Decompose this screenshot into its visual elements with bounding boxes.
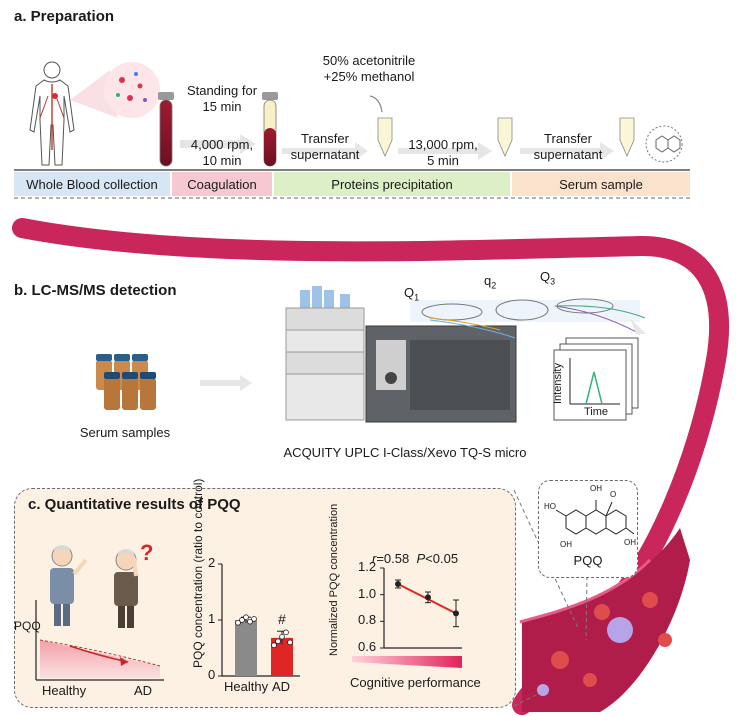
standing-label-2: 15 min <box>202 99 242 114</box>
transfer2-label-2: supernatant <box>533 147 603 162</box>
bar-y-tick-label: 2 <box>208 555 216 570</box>
panel-a-title: a. Preparation <box>14 8 115 25</box>
stage-protein-precipitation: Proteins precipitation <box>274 172 510 196</box>
q3-label: Q3 <box>540 269 556 287</box>
line-x-axis-label: Cognitive performance <box>350 675 481 690</box>
molecule-zoom-icon <box>645 125 683 163</box>
eppendorf-tube-2-icon <box>497 117 513 157</box>
pqq-oh-3: OH <box>624 538 636 547</box>
bar-y-tick-label: 1 <box>208 611 216 626</box>
line-y-tick-label: 1.2 <box>358 559 377 574</box>
stage-serum-sample: Serum sample <box>512 172 690 196</box>
question-mark-icon: ? <box>140 540 154 565</box>
solvent-label-1: 50% acetonitrile <box>322 53 416 68</box>
pqq-o: O <box>610 490 617 499</box>
human-figure-icon <box>29 61 75 166</box>
serum-samples-label: Serum samples <box>79 425 171 440</box>
stage-coagulation: Coagulation <box>172 172 272 196</box>
significance-mark: # <box>278 611 286 628</box>
q1-label: Q1 <box>404 285 420 303</box>
line-y-tick-label: 0.6 <box>358 639 377 654</box>
spin1-label-2: 10 min <box>202 153 242 168</box>
coagulated-tube-icon <box>262 92 278 167</box>
q2-label: q2 <box>484 273 497 291</box>
bar-category-label: AD <box>272 679 291 694</box>
instrument-label: ACQUITY UPLC I-Class/Xevo TQ-S micro <box>283 445 527 460</box>
spin1-label-1: 4,000 rpm, <box>190 137 254 152</box>
stage-whole-blood: Whole Blood collection <box>14 172 170 196</box>
pqq-ho: HO <box>544 502 556 511</box>
chromatogram-icon <box>553 337 639 421</box>
vessel-cells <box>537 592 672 696</box>
eppendorf-tube-3-icon <box>619 117 635 157</box>
spin2-label-2: 5 min <box>427 153 459 168</box>
correlation-stats: r=0.58 P<0.05 <box>372 551 459 566</box>
pqq-oh-1: OH <box>590 484 602 493</box>
pqq-name-label: PQQ <box>573 553 603 568</box>
intensity-label: Intensity <box>552 363 564 404</box>
bar-y-tick-label: 0 <box>208 667 216 682</box>
line-y-axis-label: Normalized PQQ concentration <box>328 503 340 656</box>
line-y-tick-label: 0.8 <box>358 612 377 628</box>
transfer1-label-1: Transfer <box>301 131 349 146</box>
serum-vials-icon <box>96 354 156 410</box>
bar-y-axis-label: PQQ concentration (ratio to control) <box>191 478 205 668</box>
standing-label-1: Standing for <box>186 83 258 98</box>
process-arrows <box>180 134 614 160</box>
healthy-label: Healthy <box>42 683 87 698</box>
lcms-instrument-icon <box>285 286 517 423</box>
pqq-axis-label: PQQ <box>14 619 41 633</box>
bar-category-label: Healthy <box>224 679 269 694</box>
panel-b-title: b. LC-MS/MS detection <box>14 282 177 299</box>
quadrupole-diagram <box>410 298 646 339</box>
arrow-to-instrument <box>200 375 252 391</box>
eppendorf-tube-1-icon <box>369 95 393 157</box>
transfer1-label-2: supernatant <box>290 147 360 162</box>
spin2-label-1: 13,000 rpm, <box>408 137 478 152</box>
ad-label: AD <box>134 683 153 698</box>
solvent-label-2: +25% methanol <box>323 69 415 84</box>
time-label: Time <box>584 406 609 418</box>
transfer2-label-1: Transfer <box>544 131 592 146</box>
line-y-tick-label: 1.0 <box>358 585 377 601</box>
panel-c-title: c. Quantitative results of PQQ <box>28 496 241 513</box>
pqq-oh-2: OH <box>560 540 572 549</box>
blood-tube-icon <box>158 92 174 167</box>
blood-cells-zoom-icon <box>104 62 160 118</box>
